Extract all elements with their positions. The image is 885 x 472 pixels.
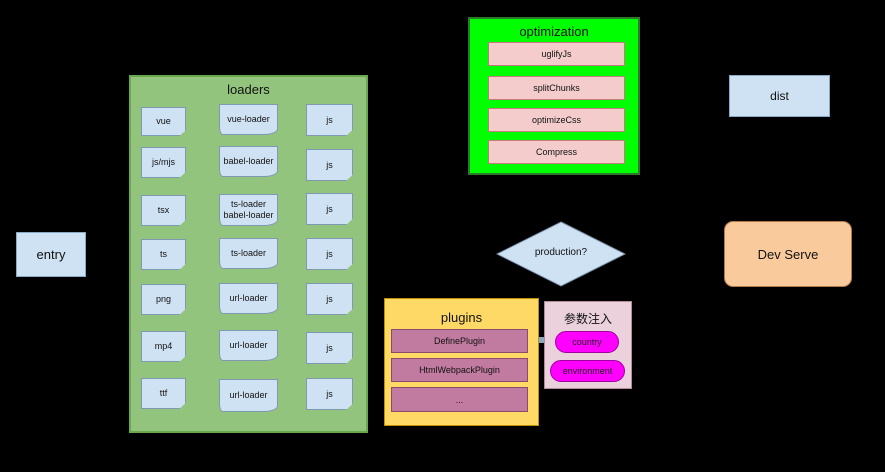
plugin-defineplugin: DefinePlugin <box>391 329 528 353</box>
dist-label: dist <box>770 89 789 103</box>
entry-node: entry <box>16 232 86 277</box>
opt-item-label: splitChunks <box>533 83 580 93</box>
param-label: environment <box>562 366 613 376</box>
loader-output-label: js <box>326 293 333 304</box>
opt-item-label: Compress <box>535 147 577 157</box>
loader-output-png: js <box>306 283 353 315</box>
loader-output-tsx: js <box>306 193 353 225</box>
loader-name-ttf: url-loader <box>219 379 278 412</box>
loader-source-label: png <box>155 294 172 304</box>
opt-item-compress: Compress <box>488 140 625 164</box>
loader-name-mp4: url-loader <box>219 330 278 361</box>
loader-output-ts: js <box>306 238 353 270</box>
loader-name-label: url-loader <box>229 340 268 350</box>
opt-item-label: uglifyJs <box>541 49 572 59</box>
opt-item-label: optimizeCss <box>531 115 581 125</box>
loader-output-js: js <box>306 149 353 181</box>
dev-serve-label: Dev Serve <box>757 246 819 262</box>
loader-name-js: babel-loader <box>219 146 278 177</box>
loader-source-mp4: mp4 <box>141 331 186 362</box>
param-environment: environment <box>550 360 625 382</box>
loader-output-label: js <box>326 159 333 170</box>
plugin-label: ... <box>455 394 464 405</box>
optimization-title: optimization <box>519 24 589 39</box>
loader-output-label: js <box>326 342 333 353</box>
loader-name-label: vue-loader <box>227 114 270 124</box>
opt-item-uglifyjs: uglifyJs <box>488 42 625 66</box>
dev-serve-node: Dev Serve <box>724 221 852 287</box>
loader-name-tsx: ts-loader babel-loader <box>219 194 278 226</box>
entry-label: entry <box>36 247 66 262</box>
loader-source-ttf: ttf <box>141 378 186 409</box>
plugin-htmlwebpackplugin: HtmlWebpackPlugin <box>391 358 528 382</box>
opt-item-splitchunks: splitChunks <box>488 76 625 100</box>
loader-source-ts: ts <box>141 239 186 270</box>
loader-name-label: babel-loader <box>223 156 274 166</box>
loaders-title: loaders <box>227 82 270 97</box>
loader-source-png: png <box>141 284 186 315</box>
param-country: country <box>555 331 619 353</box>
loader-name-ts: ts-loader <box>219 238 278 269</box>
plugins-title: plugins <box>440 310 483 325</box>
loader-output-label: js <box>326 203 333 214</box>
loader-name-vue: vue-loader <box>219 104 278 135</box>
loader-source-label: ttf <box>159 388 168 398</box>
loader-source-label: vue <box>156 116 171 126</box>
loader-output-vue: js <box>306 104 353 136</box>
dist-node: dist <box>729 75 830 117</box>
plugin-label: DefinePlugin <box>433 336 486 346</box>
loader-source-vue: vue <box>141 107 186 136</box>
loader-source-label: ts <box>159 249 167 259</box>
loader-source-label: js/mjs <box>152 157 175 167</box>
loader-source-tsx: tsx <box>141 195 186 226</box>
loader-name-label: url-loader <box>229 293 268 303</box>
params-title: 参数注入 <box>563 312 612 326</box>
param-label: country <box>572 337 602 347</box>
plugin-label: HtmlWebpackPlugin <box>419 365 500 375</box>
loader-source-js: js/mjs <box>141 147 186 178</box>
loader-output-ttf: js <box>306 378 353 410</box>
loader-name-png: url-loader <box>219 283 278 314</box>
loader-output-label: js <box>326 388 333 399</box>
loader-name-label: ts-loader <box>230 248 266 258</box>
loader-output-label: js <box>326 248 333 259</box>
loader-name-label: url-loader <box>229 390 268 400</box>
loader-source-label: tsx <box>157 205 170 215</box>
loader-source-label: mp4 <box>154 341 173 351</box>
opt-item-optimizecss: optimizeCss <box>488 108 625 132</box>
loader-name-label: ts-loader babel-loader <box>223 199 274 220</box>
loader-output-label: js <box>326 114 333 125</box>
plugin-more: ... <box>391 387 528 412</box>
production-decision <box>496 221 626 287</box>
production-label: production? <box>534 247 588 258</box>
loader-output-mp4: js <box>306 332 353 364</box>
